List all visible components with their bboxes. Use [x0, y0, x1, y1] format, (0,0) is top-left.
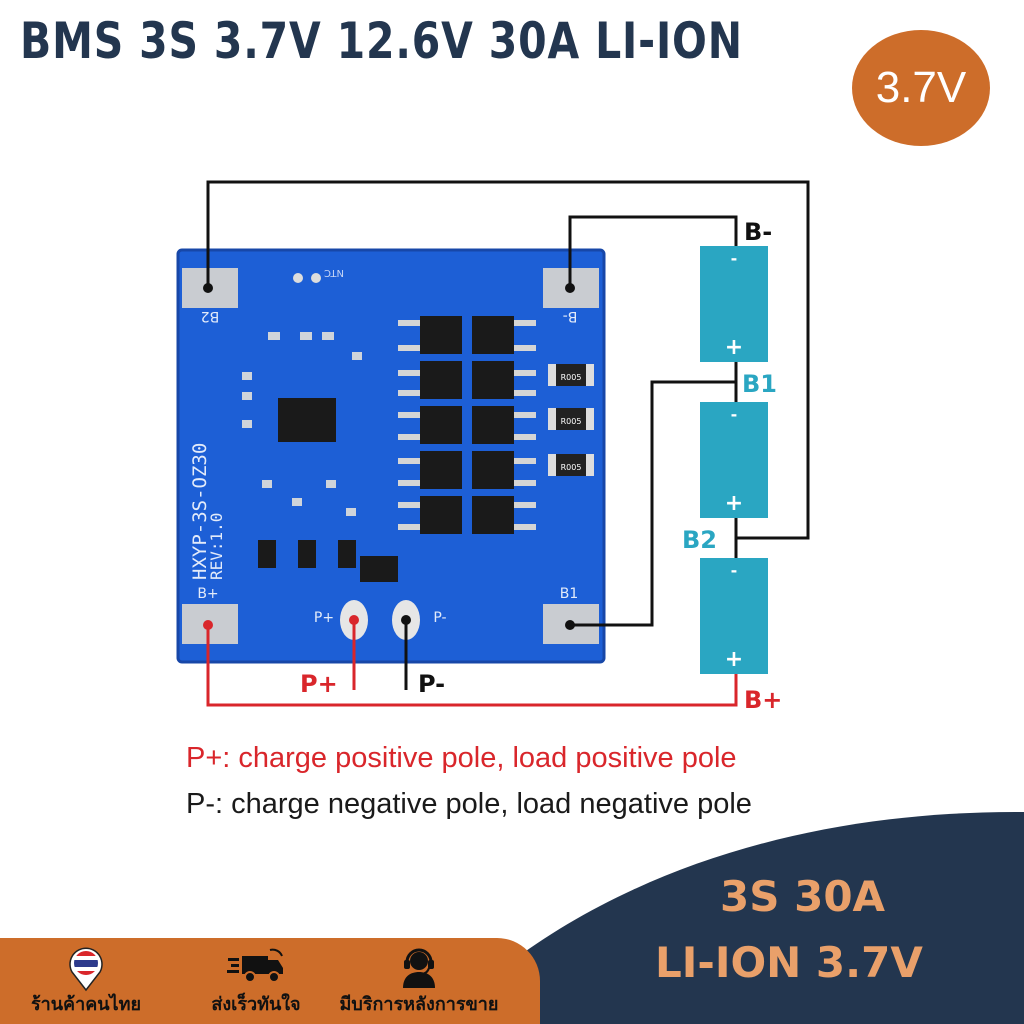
board-rev-label: REV:1.0 — [207, 513, 226, 580]
page-title: BMS 3S 3.7V 12.6V 30A LI-ION — [20, 12, 743, 70]
feature-label: ส่งเร็วทันใจ — [211, 994, 301, 1015]
label-b-plus: B+ — [744, 686, 782, 714]
silk-b1: B1 — [560, 586, 579, 602]
feature-label: มีบริการหลังการขาย — [339, 994, 499, 1015]
mosfet-array — [420, 316, 514, 534]
wire-b-minus — [568, 215, 738, 288]
label-b-minus: B- — [744, 218, 772, 246]
label-p-plus: P+ — [300, 670, 338, 698]
silk-b2: B2 — [201, 308, 220, 324]
silk-b-minus: B- — [563, 308, 578, 324]
wires — [206, 180, 810, 707]
legend-negative: P-: charge negative pole, load negative … — [186, 788, 752, 820]
spec-line-2: LI-ION 3.7V — [655, 938, 923, 987]
silk-p-minus: P- — [433, 610, 446, 626]
customer-support-icon — [403, 948, 435, 988]
battery-cells: - + - + - + — [700, 246, 768, 674]
battery-cell — [700, 402, 768, 518]
wire-b-plus — [206, 625, 738, 707]
battery-cell — [700, 246, 768, 362]
feature-after-sales: มีบริการหลังการขาย — [334, 938, 504, 1024]
wire-b1 — [570, 380, 736, 627]
feature-label: ร้านค้าคนไทย — [30, 994, 142, 1015]
features-bar: ร้านค้าคนไทย ส่งเร็วทันใจ มีบริการหลังกา… — [0, 938, 540, 1024]
legend-positive: P+: charge positive pole, load positive … — [186, 742, 737, 774]
svg-text:-: - — [731, 561, 738, 580]
spec-line-1: 3S 30A — [720, 872, 886, 921]
board-model-label: HXYP-3S-OZ30 — [189, 443, 211, 580]
label-b2: B2 — [682, 526, 717, 554]
svg-text:+: + — [725, 647, 743, 672]
silk-p-plus: P+ — [314, 610, 334, 626]
bms-board: R005 R005 R005 NTC B2 B- B+ B1 P+ P- HXY… — [176, 248, 606, 664]
silk-b-plus: B+ — [197, 586, 218, 602]
resistor-label: R005 — [561, 373, 582, 382]
feature-fast-delivery: ส่งเร็วทันใจ — [172, 938, 340, 1024]
label-b1: B1 — [742, 370, 777, 398]
fast-delivery-truck-icon — [227, 948, 283, 983]
label-p-minus: P- — [418, 670, 445, 698]
feature-thai-shop: ร้านค้าคนไทย — [0, 938, 172, 1024]
battery-cell — [700, 558, 768, 674]
shunt-resistors: R005 R005 R005 — [548, 364, 594, 476]
voltage-badge: 3.7V — [852, 30, 990, 146]
svg-text:+: + — [725, 335, 743, 360]
svg-text:-: - — [731, 249, 738, 268]
resistor-label: R005 — [561, 463, 582, 472]
svg-text:-: - — [731, 405, 738, 424]
control-ic — [278, 398, 336, 442]
resistor-label: R005 — [561, 417, 582, 426]
wire-b2 — [206, 180, 810, 540]
thai-flag-pin-icon — [69, 947, 103, 992]
ntc-label: NTC — [324, 267, 344, 278]
svg-text:+: + — [725, 491, 743, 516]
